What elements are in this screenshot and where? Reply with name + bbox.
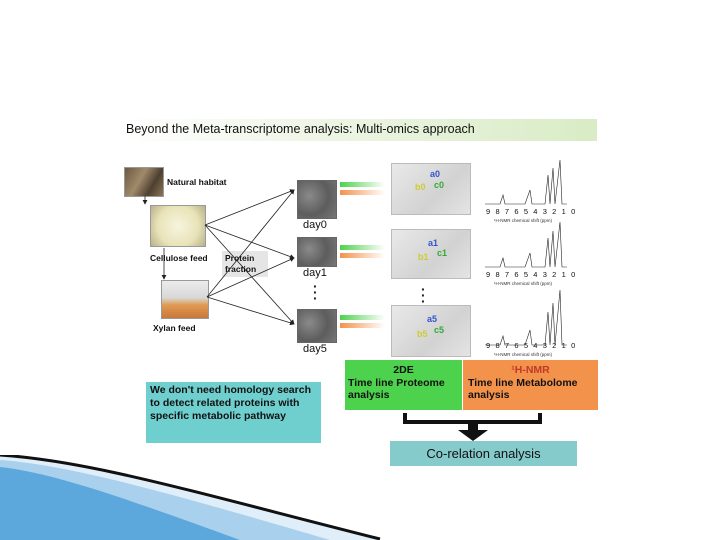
note-box: We don't need homology search to detect … (146, 382, 321, 443)
corelation-label: Co-relation analysis (390, 441, 577, 466)
note-text: We don't need homology search to detect … (150, 384, 317, 423)
corelation-box: Co-relation analysis (390, 441, 577, 466)
